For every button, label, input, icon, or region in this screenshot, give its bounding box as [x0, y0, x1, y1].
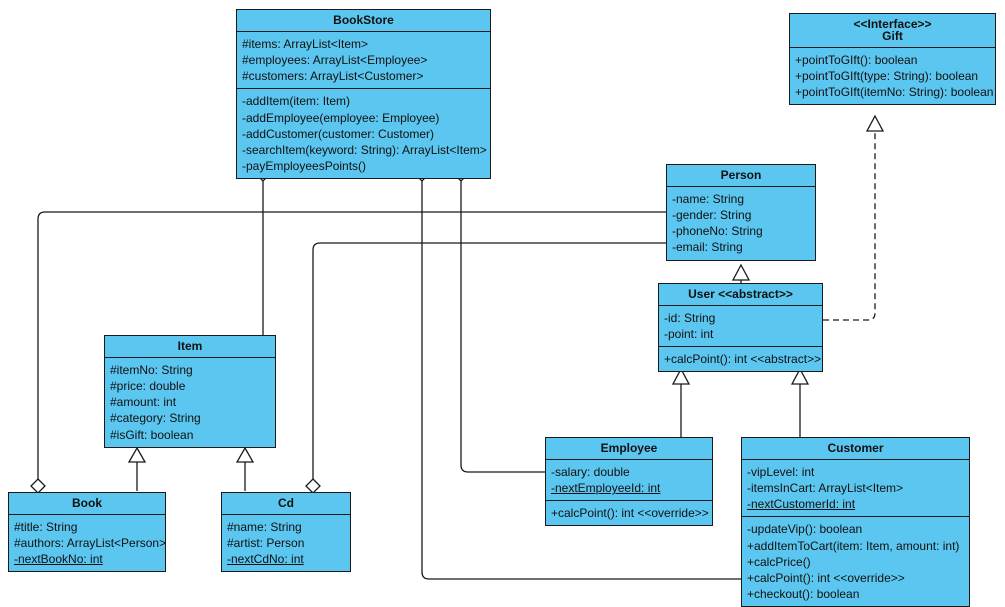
attribute-row: -vipLevel: int: [747, 465, 815, 479]
class-item-attributes: #itemNo: String #price: double #amount: …: [105, 358, 275, 447]
realization-arrow-user-gift: [865, 114, 885, 132]
attribute-row: -email: String: [672, 240, 743, 255]
method-row: +pointToGIft(itemNo: String): boolean: [795, 85, 994, 100]
attribute-row: #price: double: [110, 379, 186, 394]
class-bookstore-methods: -addItem(item: Item) -addEmployee(employ…: [237, 89, 490, 179]
attribute-row: #customers: ArrayList<Customer>: [242, 69, 424, 84]
method-row: -updateVip(): boolean: [747, 522, 863, 537]
method-row: +calcPrice(): [747, 554, 811, 569]
attribute-row: -name: String: [672, 192, 745, 206]
method-row: -addEmployee(employee: Employee): [242, 110, 440, 125]
attribute-row: -phoneNo: String: [672, 224, 763, 239]
class-cd-title: Cd: [222, 493, 350, 515]
method-row: -addItem(item: Item): [242, 94, 351, 109]
method-row: -payEmployeesPoints(): [242, 159, 367, 174]
attribute-row: -gender: String: [672, 208, 752, 223]
class-item-title: Item: [105, 336, 275, 358]
method-row: +pointToGIft(): boolean: [795, 53, 918, 67]
aggregation-diamond-book: [30, 478, 46, 494]
class-user[interactable]: User <<abstract>> -id: String -point: in…: [658, 283, 823, 373]
edge-user-gift-realization: [823, 117, 876, 321]
class-customer-methods: -updateVip(): boolean +addItemToCart(ite…: [742, 517, 969, 607]
class-employee-attributes: -salary: double -nextEmployeeId: int: [546, 460, 712, 502]
attribute-row: -salary: double: [551, 465, 630, 479]
class-cd-attributes: #name: String #artist: Person -nextCdNo:…: [222, 515, 350, 572]
class-user-attributes: -id: String -point: int: [659, 306, 822, 348]
class-book-attributes: #title: String #authors: ArrayList<Perso…: [9, 515, 167, 572]
attribute-row: #name: String: [227, 520, 302, 534]
class-customer-title: Customer: [742, 438, 969, 460]
class-book[interactable]: Book #title: String #authors: ArrayList<…: [8, 492, 167, 573]
method-row: +pointToGIft(type: String): boolean: [795, 69, 979, 84]
class-cd[interactable]: Cd #name: String #artist: Person -nextCd…: [221, 492, 351, 573]
attribute-row: #isGift: boolean: [110, 427, 194, 442]
class-user-title: User <<abstract>>: [659, 284, 822, 306]
attribute-row-static: -nextBookNo: int: [14, 552, 103, 567]
method-row: +calcPoint(): int <<abstract>>: [664, 352, 822, 367]
method-row: +calcPoint(): int <<override>>: [747, 570, 905, 585]
class-bookstore-title: BookStore: [237, 10, 490, 32]
attribute-row: #authors: ArrayList<Person>: [14, 536, 167, 551]
generalization-arrow-cd-item: [235, 446, 255, 463]
attribute-row: -id: String: [664, 311, 716, 325]
attribute-row-static: -nextCustomerId: int: [747, 497, 856, 512]
attribute-row-static: -nextEmployeeId: int: [551, 481, 661, 496]
attribute-row: #itemNo: String: [110, 363, 193, 377]
class-bookstore-attributes: #items: ArrayList<Item> #employees: Arra…: [237, 32, 490, 90]
attribute-row: #employees: ArrayList<Employee>: [242, 53, 428, 68]
generalization-arrow-book-item: [127, 446, 147, 463]
class-gift-methods: +pointToGIft(): boolean +pointToGIft(typ…: [790, 48, 995, 105]
class-person-title: Person: [667, 165, 815, 187]
aggregation-diamond-cd: [305, 478, 321, 494]
class-person-attributes: -name: String -gender: String -phoneNo: …: [667, 187, 815, 260]
class-gift-title: <<Interface>> Gift: [790, 14, 995, 48]
method-row: +calcPoint(): int <<override>>: [551, 506, 709, 521]
method-row: -searchItem(keyword: String): ArrayList<…: [242, 142, 487, 157]
class-gift-name: Gift: [882, 29, 903, 43]
attribute-row: #title: String: [14, 520, 78, 534]
attribute-row: -point: int: [664, 327, 714, 342]
class-employee-title: Employee: [546, 438, 712, 460]
class-book-title: Book: [9, 493, 165, 515]
class-user-methods: +calcPoint(): int <<abstract>>: [659, 347, 822, 372]
attribute-row: -itemsInCart: ArrayList<Item>: [747, 481, 904, 496]
class-person[interactable]: Person -name: String -gender: String -ph…: [666, 164, 816, 261]
class-gift-stereotype: <<Interface>>: [853, 17, 932, 31]
attribute-row: #category: String: [110, 411, 201, 426]
method-row: +checkout(): boolean: [747, 587, 860, 602]
attribute-row: #amount: int: [110, 395, 177, 410]
class-customer-attributes: -vipLevel: int -itemsInCart: ArrayList<I…: [742, 460, 969, 518]
class-customer[interactable]: Customer -vipLevel: int -itemsInCart: Ar…: [741, 437, 970, 607]
attribute-row: #items: ArrayList<Item>: [242, 37, 369, 51]
class-bookstore[interactable]: BookStore #items: ArrayList<Item> #emplo…: [236, 9, 491, 180]
attribute-row: #artist: Person: [227, 536, 305, 551]
class-item[interactable]: Item #itemNo: String #price: double #amo…: [104, 335, 276, 448]
method-row: +addItemToCart(item: Item, amount: int): [747, 538, 960, 553]
edge-bookstore-employee: [460, 179, 545, 473]
class-gift[interactable]: <<Interface>> Gift +pointToGIft(): boole…: [789, 13, 996, 106]
method-row: -addCustomer(customer: Customer): [242, 126, 435, 141]
attribute-row-static: -nextCdNo: int: [227, 552, 304, 567]
class-employee-methods: +calcPoint(): int <<override>>: [546, 501, 712, 526]
generalization-arrow-user-person: [731, 263, 751, 281]
class-employee[interactable]: Employee -salary: double -nextEmployeeId…: [545, 437, 713, 527]
